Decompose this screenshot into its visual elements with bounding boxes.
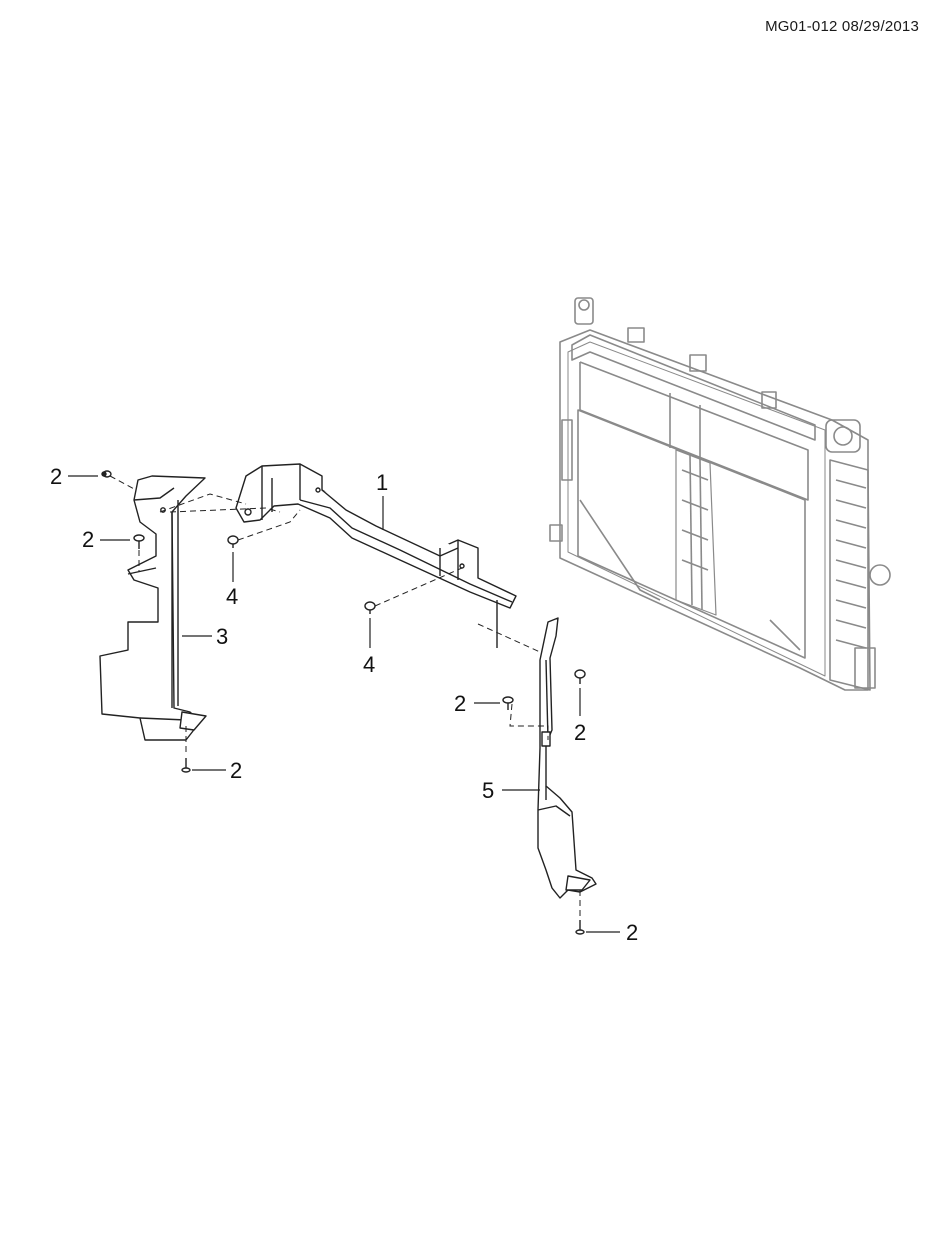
assembly-guide-lines <box>109 475 581 918</box>
callout-2-bottom-right: 2 <box>626 920 638 945</box>
fastener-2-left-pin <box>133 534 145 549</box>
callout-4-center: 4 <box>363 652 375 677</box>
callout-3: 3 <box>216 624 228 649</box>
fastener-2-top-left <box>101 470 112 478</box>
callout-2-left-pin: 2 <box>82 527 94 552</box>
fastener-2-right-pin <box>574 669 586 684</box>
callout-5: 5 <box>482 778 494 803</box>
radiator-assembly <box>549 297 891 691</box>
fasteners <box>101 470 586 935</box>
drawing-code: MG01-012 08/29/2013 <box>765 18 919 35</box>
callout-1: 1 <box>376 470 388 495</box>
fastener-4-left <box>227 535 239 548</box>
callout-4-left: 4 <box>226 584 238 609</box>
fastener-4-center <box>364 601 376 614</box>
fastener-2-bottom-left <box>181 758 191 773</box>
callout-labels: 1 2 2 2 2 2 2 3 4 4 5 <box>50 464 638 945</box>
callout-2-right-pin: 2 <box>574 720 586 745</box>
fastener-2-bottom-right <box>575 920 585 935</box>
upper-air-deflector <box>235 463 517 648</box>
callout-2-right-middle: 2 <box>454 691 466 716</box>
fastener-2-right-middle <box>502 696 514 710</box>
leader-lines <box>68 475 620 933</box>
callout-2-bottom-left: 2 <box>230 758 242 783</box>
right-air-deflector <box>537 617 597 899</box>
left-air-deflector <box>99 475 207 741</box>
callout-2-top-left: 2 <box>50 464 62 489</box>
